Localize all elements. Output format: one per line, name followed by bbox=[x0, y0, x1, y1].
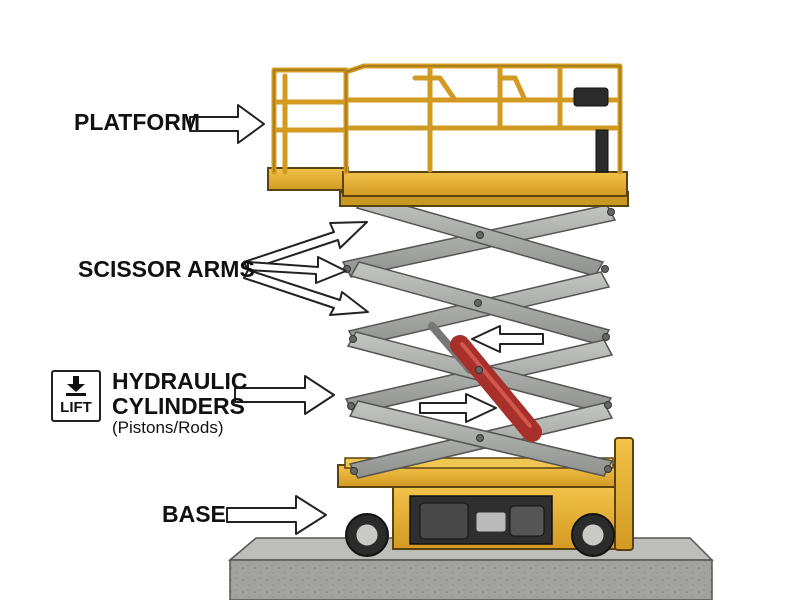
hydraulic-arrow-icon bbox=[234, 375, 335, 415]
down-motion-arrow-icon bbox=[471, 325, 544, 353]
lift-icon: LIFT bbox=[51, 370, 101, 422]
lift-icon-text: LIFT bbox=[60, 399, 92, 416]
scissor-arrow-3-icon bbox=[243, 269, 369, 316]
up-motion-arrow-icon bbox=[419, 393, 497, 423]
callout-arrows bbox=[189, 104, 544, 535]
hydraulic-sublabel: (Pistons/Rods) bbox=[112, 418, 224, 437]
control-box-icon bbox=[573, 87, 609, 107]
hydraulic-label-line1: HYDRAULIC bbox=[112, 368, 248, 394]
down-arrow-bar-icon bbox=[66, 376, 86, 396]
base-label: BASE bbox=[162, 501, 226, 527]
platform-label: PLATFORM bbox=[74, 109, 201, 135]
platform-arrow-icon bbox=[189, 104, 265, 144]
base-arrow-icon bbox=[226, 495, 327, 535]
hydraulic-cylinder bbox=[428, 322, 542, 442]
scissor-arms-label: SCISSOR ARMS bbox=[78, 256, 255, 282]
scissor-arrow-2-icon bbox=[247, 256, 347, 284]
base-chassis bbox=[337, 437, 634, 557]
platform bbox=[267, 63, 629, 207]
hydraulic-label-line2: CYLINDERS bbox=[112, 393, 245, 419]
